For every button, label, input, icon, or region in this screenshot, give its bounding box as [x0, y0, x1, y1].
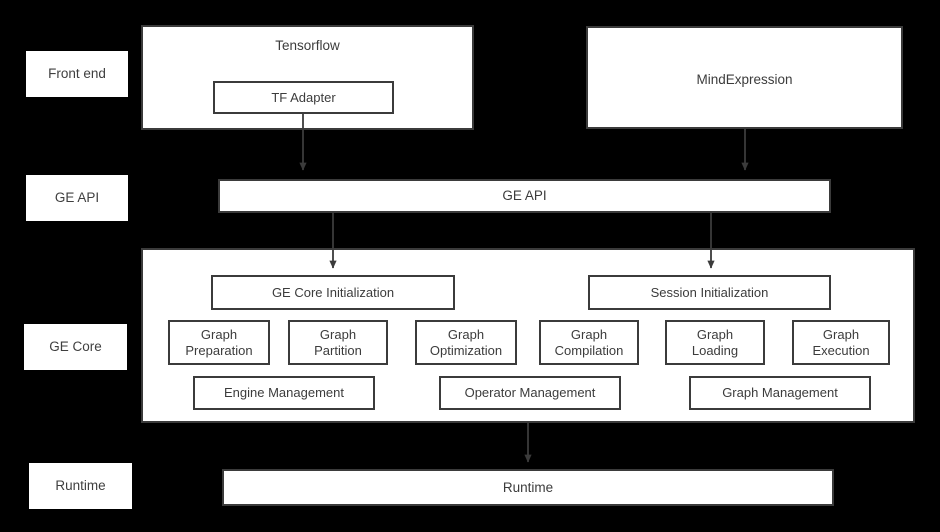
- tf-adapter-label: TF Adapter: [271, 89, 336, 105]
- engine-management-label: Engine Management: [224, 385, 344, 401]
- operator-management-label: Operator Management: [464, 385, 596, 401]
- layer-label-runtime-text: Runtime: [55, 478, 106, 494]
- ge-api-bar[interactable]: GE API: [218, 179, 831, 213]
- graph-partition-box[interactable]: Graph Partition: [288, 320, 388, 365]
- frontend-mindexpression-container: MindExpression: [586, 26, 903, 129]
- layer-label-ge-api-text: GE API: [54, 190, 100, 206]
- graph-management-label: Graph Management: [722, 385, 838, 401]
- layer-label-runtime: Runtime: [29, 463, 132, 509]
- layer-label-front-end: Front end: [26, 51, 128, 97]
- operator-management-box[interactable]: Operator Management: [439, 376, 621, 410]
- graph-preparation-box[interactable]: Graph Preparation: [168, 320, 270, 365]
- graph-compilation-label: Graph Compilation: [554, 327, 624, 358]
- layer-label-ge-core: GE Core: [24, 324, 127, 370]
- graph-partition-label: Graph Partition: [314, 327, 362, 358]
- graph-optimization-label: Graph Optimization: [429, 327, 503, 358]
- engine-management-box[interactable]: Engine Management: [193, 376, 375, 410]
- graph-optimization-box[interactable]: Graph Optimization: [415, 320, 517, 365]
- mindexpression-title: MindExpression: [696, 72, 793, 87]
- graph-compilation-box[interactable]: Graph Compilation: [539, 320, 639, 365]
- tensorflow-title: Tensorflow: [275, 38, 340, 53]
- ge-core-initialization-label: GE Core Initialization: [271, 284, 395, 300]
- graph-loading-box[interactable]: Graph Loading: [665, 320, 765, 365]
- graph-management-box[interactable]: Graph Management: [689, 376, 871, 410]
- ge-core-initialization-box[interactable]: GE Core Initialization: [211, 275, 455, 310]
- layer-label-front-end-text: Front end: [48, 66, 106, 82]
- tf-adapter-box[interactable]: TF Adapter: [213, 81, 394, 114]
- session-initialization-box[interactable]: Session Initialization: [588, 275, 831, 310]
- runtime-label: Runtime: [502, 479, 554, 495]
- graph-preparation-label: Graph Preparation: [185, 327, 253, 358]
- session-initialization-label: Session Initialization: [650, 284, 769, 300]
- graph-execution-box[interactable]: Graph Execution: [792, 320, 890, 365]
- runtime-bar[interactable]: Runtime: [222, 469, 834, 506]
- layer-label-ge-core-text: GE Core: [49, 339, 102, 355]
- ge-api-label: GE API: [502, 188, 547, 204]
- graph-loading-label: Graph Loading: [691, 327, 739, 358]
- layer-label-ge-api: GE API: [26, 175, 128, 221]
- graph-execution-label: Graph Execution: [812, 327, 870, 358]
